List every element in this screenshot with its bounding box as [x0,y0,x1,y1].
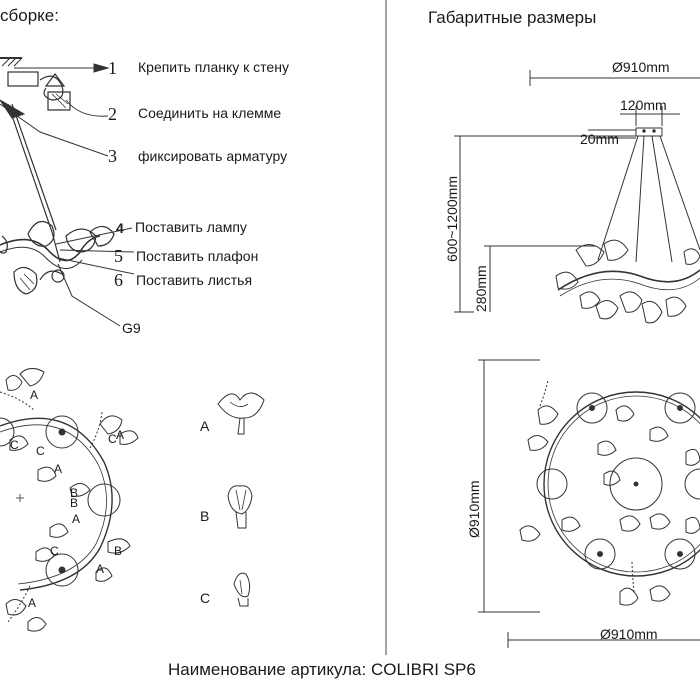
step-1-label: Крепить планку к стену [138,59,289,75]
step-3-number: 3 [108,146,117,166]
leaf-variants [217,392,265,607]
dim-body-height: 280mm [473,265,489,312]
plan-letter: B [114,544,123,558]
step-6-number: 6 [114,270,123,290]
plan-letter: A [72,512,81,526]
plan-letter: A [54,462,63,476]
plan-letter: C [10,438,19,452]
plan-view-left [0,368,139,632]
dim-canopy-width: 120mm [620,97,667,113]
plan-view-right [478,359,700,648]
step-4-label: Поставить лампу [135,219,247,235]
side-elevation [454,70,700,324]
dim-plan-width: Ø910mm [600,626,658,642]
plan-letter: A [116,428,125,442]
article-name: Наименование артикула: COLIBRI SP6 [168,660,476,679]
variant-b-letter: B [200,508,210,524]
plan-letter: A [96,562,105,576]
dim-total-height: 600~1200mm [444,175,460,262]
dimensions-heading: Габаритные размеры [428,8,597,27]
step-4-number: 4 [116,220,124,236]
assembly-heading: сборке: [0,6,59,25]
dim-top-width: Ø910mm [612,59,670,75]
step-leaders [0,63,135,327]
step-5-number: 5 [114,246,123,266]
plan-letter: A [28,596,37,610]
dim-canopy-height: 20mm [580,131,619,147]
plan-letter: C [36,444,45,458]
step-2-label: Соединить на клемме [138,105,282,121]
step-6-label: Поставить листья [136,272,253,288]
dim-plan-height: Ø910mm [466,480,482,538]
plan-letter: C [108,432,117,446]
assembly-schematic [0,57,115,295]
step-5-label: Поставить плафон [136,248,259,264]
step-2-number: 2 [108,104,117,124]
plan-letter: C [50,544,59,558]
plan-letter: B [70,486,79,500]
variant-c-letter: C [200,590,211,606]
plan-letter: A [30,388,39,402]
bulb-type-label: G9 [122,320,141,336]
variant-a-letter: A [200,418,210,434]
step-3-label: фиксировать арматуру [138,148,288,164]
step-1-number: 1 [108,58,117,78]
plan-letter: B [70,496,79,510]
